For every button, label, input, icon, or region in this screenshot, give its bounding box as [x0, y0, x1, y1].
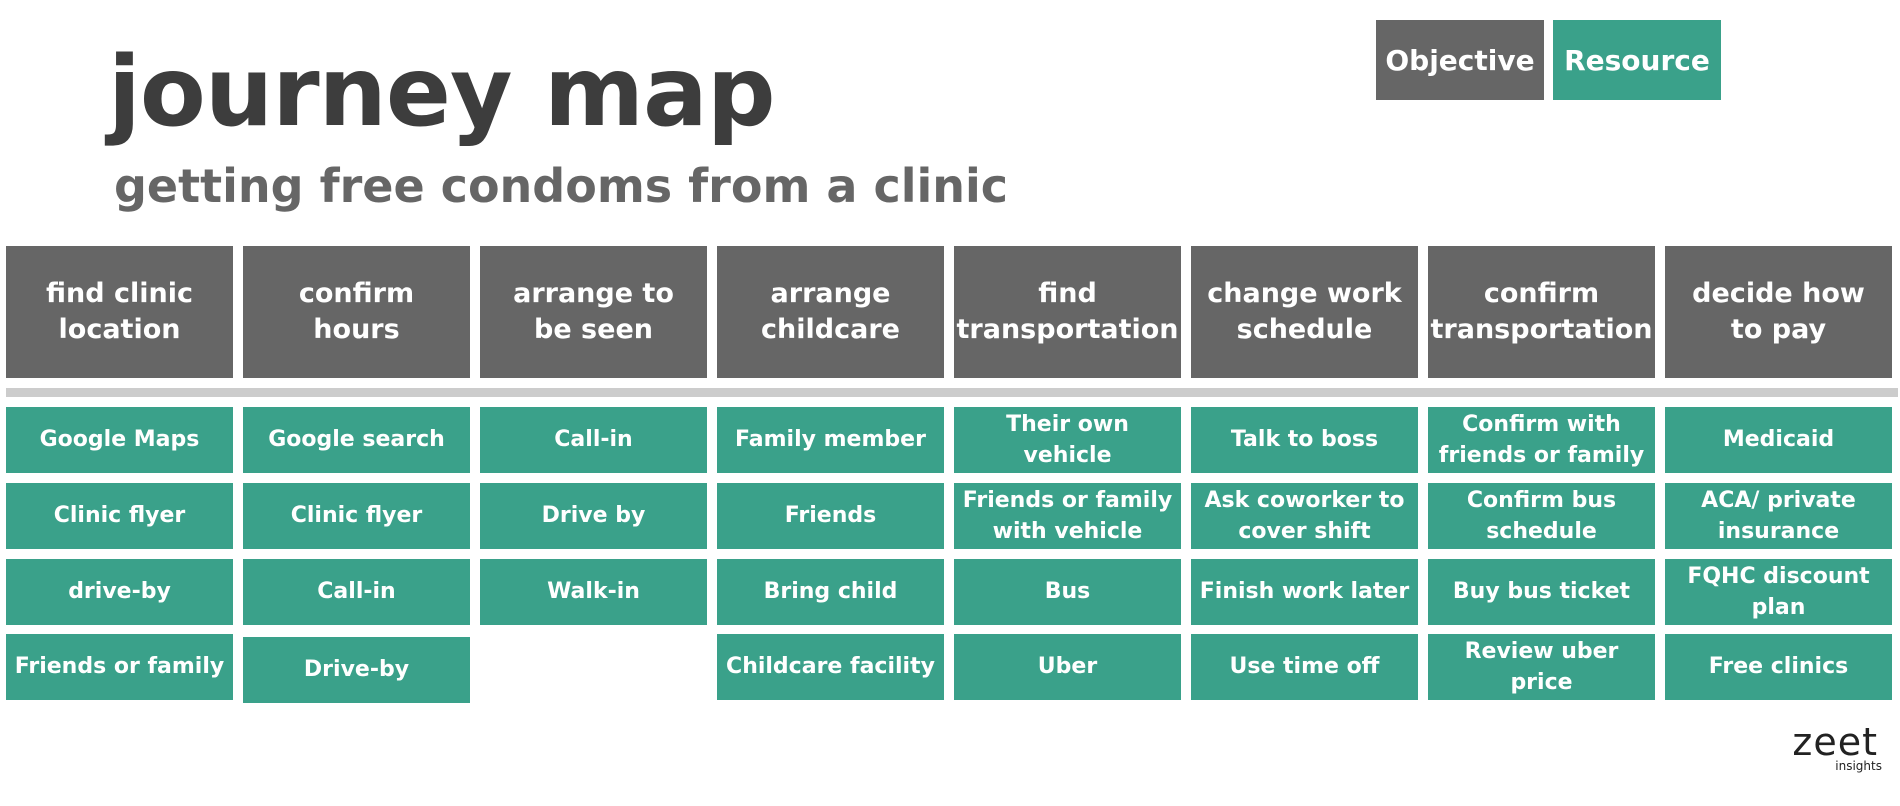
- resource-card: Buy bus ticket: [1428, 559, 1655, 625]
- legend-objective: Objective: [1376, 20, 1544, 100]
- stage-confirm-hours: confirm hours: [243, 246, 470, 378]
- resource-card: Friends: [717, 483, 944, 549]
- stage-change-work-schedule: change work schedule: [1191, 246, 1418, 378]
- resource-card: Use time off: [1191, 634, 1418, 700]
- resource-card: Call-in: [480, 407, 707, 473]
- resource-card: Ask coworker to cover shift: [1191, 483, 1418, 549]
- resource-card: Confirm bus schedule: [1428, 483, 1655, 549]
- resource-card: Friends or family with vehicle: [954, 483, 1181, 549]
- resource-card: Medicaid: [1665, 407, 1892, 473]
- resource-card: Confirm with friends or family: [1428, 407, 1655, 473]
- resource-card: Drive-by: [243, 637, 470, 703]
- resource-card: Finish work later: [1191, 559, 1418, 625]
- stage-decide-how-to-pay: decide how to pay: [1665, 246, 1892, 378]
- resource-card: Bus: [954, 559, 1181, 625]
- resource-card: Drive by: [480, 483, 707, 549]
- stage-find-transportation: find transportation: [954, 246, 1181, 378]
- resource-card: drive-by: [6, 559, 233, 625]
- zeet-logo: zeet insights: [1788, 723, 1888, 775]
- resource-card: Call-in: [243, 559, 470, 625]
- stage-find-clinic-location: find clinic location: [6, 246, 233, 378]
- divider: [6, 388, 1898, 397]
- resource-card: Free clinics: [1665, 634, 1892, 700]
- resource-card: Family member: [717, 407, 944, 473]
- resource-card: Uber: [954, 634, 1181, 700]
- resource-card: Clinic flyer: [6, 483, 233, 549]
- resource-card: Review uber price: [1428, 634, 1655, 700]
- logo-subtitle: insights: [1835, 759, 1882, 773]
- resource-card: Google search: [243, 407, 470, 473]
- resource-card: Clinic flyer: [243, 483, 470, 549]
- resource-card: Bring child: [717, 559, 944, 625]
- stage-arrange-childcare: arrange childcare: [717, 246, 944, 378]
- page-subtitle: getting free condoms from a clinic: [114, 159, 1009, 213]
- logo-wordmark: zeet: [1792, 720, 1878, 764]
- resource-card: Their own vehicle: [954, 407, 1181, 473]
- resource-card: Friends or family: [6, 634, 233, 700]
- resource-card: Google Maps: [6, 407, 233, 473]
- resource-card: Talk to boss: [1191, 407, 1418, 473]
- resource-card: Childcare facility: [717, 634, 944, 700]
- stage-confirm-transportation: confirm transportation: [1428, 246, 1655, 378]
- resource-card: ACA/ private insurance: [1665, 483, 1892, 549]
- legend-resource: Resource: [1553, 20, 1721, 100]
- stage-arrange-to-be-seen: arrange to be seen: [480, 246, 707, 378]
- resource-card: FQHC discount plan: [1665, 559, 1892, 625]
- page-title: journey map: [108, 36, 776, 148]
- resource-card: Walk-in: [480, 559, 707, 625]
